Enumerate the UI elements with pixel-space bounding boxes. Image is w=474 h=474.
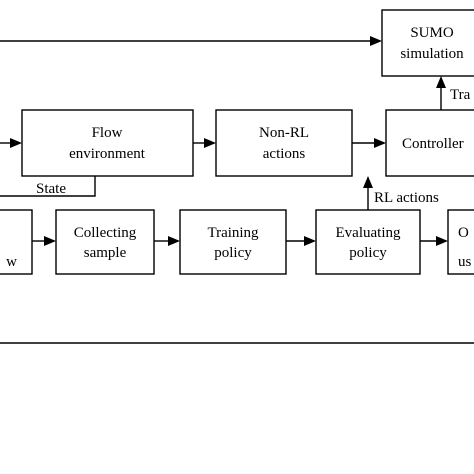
arrow-to-training <box>168 236 180 246</box>
right-partial-label-1: O <box>458 225 469 241</box>
left-partial-box <box>0 209 33 275</box>
arrow-to-controller <box>374 138 386 148</box>
arrow-to-flow <box>10 138 22 148</box>
non-rl-label-1: Non-RL <box>259 125 309 141</box>
non-rl-label-2: actions <box>263 146 306 162</box>
sumo-label-2: simulation <box>400 46 464 62</box>
non-rl-actions-box <box>215 109 353 177</box>
flow-environment-box <box>21 109 194 177</box>
arrow-to-nonrl <box>204 138 216 148</box>
right-partial-box <box>447 209 474 275</box>
traffic-label: Tra <box>450 87 471 103</box>
arrow-up-to-sumo <box>436 76 446 88</box>
collecting-label-2: sample <box>84 245 127 261</box>
left-partial-label: w <box>6 254 17 270</box>
arrow-to-collecting <box>44 236 56 246</box>
state-label: State <box>36 181 66 197</box>
evaluating-label-2: policy <box>349 245 387 261</box>
training-label-1: Training <box>207 225 259 241</box>
collecting-sample-box <box>55 209 155 275</box>
evaluating-label-1: Evaluating <box>336 225 401 241</box>
controller-label: Controller <box>402 136 464 152</box>
flow-env-label-2: environment <box>69 146 146 162</box>
flow-env-label-1: Flow <box>92 125 123 141</box>
arrow-to-right-box <box>436 236 448 246</box>
evaluating-policy-box <box>315 209 421 275</box>
arrow-to-sumo <box>370 36 382 46</box>
collecting-label-1: Collecting <box>74 225 137 241</box>
sumo-simulation-box <box>381 9 474 77</box>
right-partial-label-2: us <box>458 254 472 270</box>
training-label-2: policy <box>214 245 252 261</box>
training-policy-box <box>179 209 287 275</box>
rl-actions-label: RL actions <box>374 190 439 206</box>
state-feedback-line <box>0 176 96 197</box>
arrow-up-rl-actions <box>363 176 373 188</box>
sumo-label-1: SUMO <box>410 25 454 41</box>
arrow-to-evaluating <box>304 236 316 246</box>
